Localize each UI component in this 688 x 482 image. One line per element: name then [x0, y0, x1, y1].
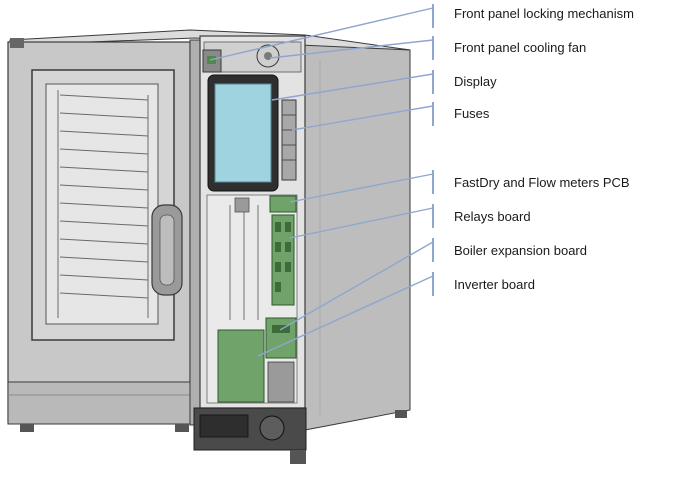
inverter-board	[217, 329, 265, 403]
control-knob	[259, 415, 285, 441]
leader-line-relays	[289, 207, 434, 239]
fastdry-pcb	[269, 195, 297, 213]
leader-line-locking	[209, 7, 434, 61]
label-boiler-expansion-board: Boiler expansion board	[454, 243, 587, 258]
display-screen	[214, 83, 272, 183]
oven-base	[7, 381, 191, 425]
leader-line-display	[271, 73, 434, 101]
label-fuses: Fuses	[454, 106, 490, 121]
label-locking-mechanism: Front panel locking mechanism	[454, 6, 634, 21]
label-inverter-board: Inverter board	[454, 277, 535, 292]
label-cooling-fan: Front panel cooling fan	[454, 40, 587, 55]
window-tray-rails	[57, 90, 149, 318]
leader-line-fuses	[291, 105, 434, 131]
leader-line-fastdry	[289, 173, 434, 203]
leader-line-fan	[269, 39, 434, 59]
leader-line-inverter	[257, 275, 434, 357]
boiler-expansion-board	[265, 317, 297, 359]
label-fastdry-pcb: FastDry and Flow meters PCB	[454, 175, 630, 190]
label-display: Display	[454, 74, 497, 89]
label-relays-board: Relays board	[454, 209, 531, 224]
leader-line-boiler	[279, 241, 434, 331]
door-window-glass	[45, 83, 159, 325]
